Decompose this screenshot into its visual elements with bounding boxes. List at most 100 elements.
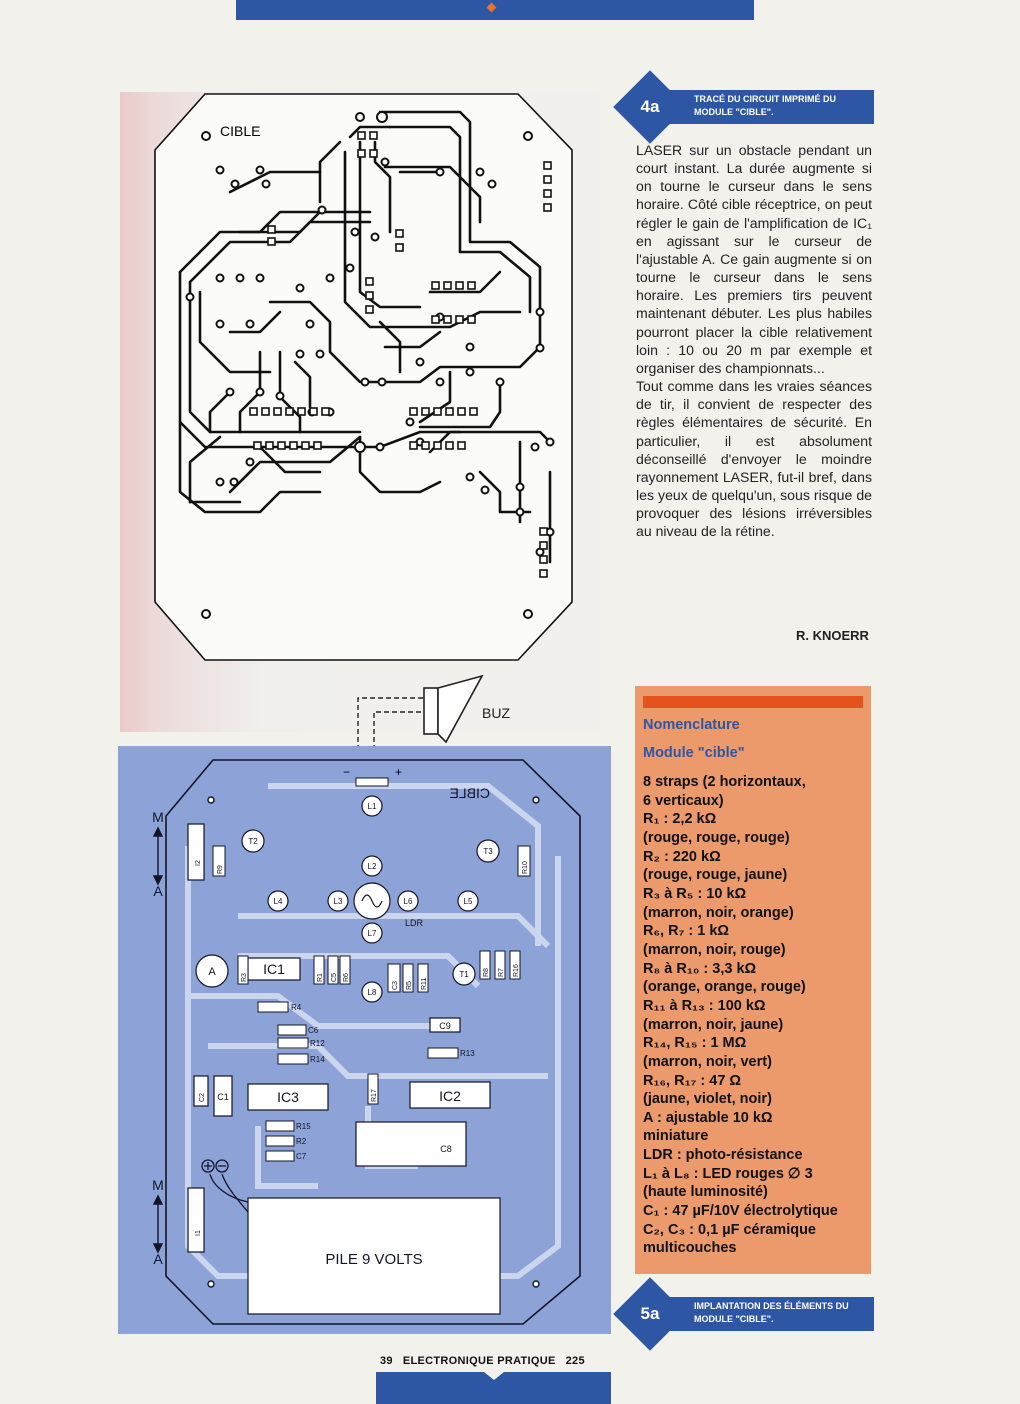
figure-5a-label: 5a IMPLANTATION DES ÉLÉMENTS DU MODULE "… (613, 1277, 874, 1351)
r10-label: R10 (522, 861, 529, 874)
footer-magazine-name: ELECTRONIQUE PRATIQUE (402, 1355, 556, 1367)
list-item: (rouge, rouge, jaune) (643, 867, 788, 884)
list-item: R₁₁ à R₁₃ : 100 kΩ (643, 997, 766, 1014)
led-l1 (361, 795, 383, 817)
list-item: L₁ à L₈ : LED rouges ∅ 3 (643, 1165, 813, 1182)
ic1-label: IC1 (263, 961, 285, 977)
i2-label: I2 (195, 860, 202, 866)
c8-capacitor (355, 1121, 467, 1167)
r5-label: R5 (406, 981, 413, 990)
resistor-r8 (479, 950, 491, 980)
capacitor-c2 (193, 1075, 209, 1107)
implantation-figure: CIBLE − + L1 L2 L3 L4 L5 (118, 746, 611, 1334)
c5-label: C5 (331, 973, 338, 982)
adjustable-a (195, 954, 229, 988)
c9-label: C9 (439, 1021, 451, 1031)
resistor-r12 (277, 1037, 309, 1049)
list-item: (orange, orange, rouge) (643, 979, 806, 996)
t1-label: T1 (459, 970, 469, 979)
figure-4a-badge: 4a (613, 70, 687, 144)
list-item: 6 verticaux) (643, 792, 724, 809)
r6-label: R6 (343, 973, 350, 982)
ic3-label: IC3 (277, 1089, 299, 1105)
nomenclature-list: 8 straps (2 horizontaux, 6 verticaux) R₁… (643, 773, 869, 1258)
led-l5-label: L5 (464, 897, 473, 906)
ic3-chip (247, 1083, 329, 1111)
buzzer-body (423, 687, 439, 735)
led-l7 (361, 922, 383, 944)
r3-label: R3 (241, 973, 248, 982)
c8-label: C8 (440, 1144, 452, 1154)
r9-label: R9 (217, 865, 224, 874)
figure-5a-badge: 5a (613, 1277, 687, 1351)
led-l3-label: L3 (334, 897, 343, 906)
resistor-r6 (339, 955, 351, 985)
article-paragraph-2: Tout comme dans les vraies séances de ti… (636, 378, 872, 540)
resistor-r15 (265, 1120, 295, 1132)
list-item: C₁ : 47 µF/10V électrolytique (643, 1203, 838, 1220)
led-l4 (267, 890, 289, 912)
ldr-label: LDR (405, 918, 424, 928)
r13-label: R13 (460, 1049, 475, 1058)
figure-4a-caption: TRACÉ DU CIRCUIT IMPRIMÉ DU MODULE "CIBL… (694, 94, 836, 117)
nomenclature-stripe (643, 696, 863, 708)
ic2-label: IC2 (439, 1088, 461, 1104)
capacitor-c7 (265, 1150, 295, 1162)
nomenclature-title: Nomenclature (643, 717, 740, 733)
a-label-bottom: A (153, 1251, 163, 1267)
figure-5a-number: 5a (640, 1304, 660, 1323)
ic2-chip (409, 1081, 491, 1109)
c3-label: C3 (392, 981, 399, 990)
r17-label: R17 (371, 1089, 378, 1102)
capacitor-c1 (213, 1075, 233, 1117)
resistor-r4 (257, 1001, 289, 1013)
r8-label: R8 (483, 968, 490, 977)
led-l8-label: L8 (368, 988, 377, 997)
resistor-r17 (367, 1073, 379, 1105)
list-item: (haute luminosité) (643, 1184, 768, 1201)
r11-label: R11 (421, 978, 428, 990)
transistor-t2 (241, 829, 265, 853)
pcb-trace-figure: CIBLE (120, 92, 600, 732)
r14-label: R14 (310, 1055, 325, 1064)
resistor-r10 (517, 845, 531, 877)
figure-5a-caption: IMPLANTATION DES ÉLÉMENTS DU MODULE "CIB… (694, 1301, 849, 1324)
capacitor-c9 (429, 1017, 461, 1033)
c2-label: C2 (199, 1093, 206, 1102)
c1-label: C1 (217, 1092, 229, 1102)
m-label-bottom: M (152, 1177, 164, 1193)
list-item: R₆, R₇ : 1 kΩ (643, 923, 730, 940)
list-item: (marron, noir, jaune) (643, 1016, 784, 1033)
list-item: R₁₄, R₁₅ : 1 MΩ (643, 1035, 747, 1052)
battery-plus-icon (201, 1159, 215, 1173)
c6-label: C6 (308, 1026, 319, 1035)
battery-label: PILE 9 VOLTS (325, 1251, 422, 1268)
minus-symbol: − (343, 765, 350, 779)
r2-label: R2 (296, 1137, 307, 1146)
transistor-t1 (452, 962, 476, 986)
battery-pack (247, 1197, 501, 1315)
bottom-footer-bar (376, 1372, 611, 1404)
resistor-r2 (265, 1135, 295, 1147)
capacitor-c3 (387, 963, 401, 993)
figure-4a-number: 4a (640, 97, 660, 116)
r12-label: R12 (310, 1039, 325, 1048)
list-item: (jaune, violet, noir) (643, 1091, 772, 1108)
buzzer-label: BUZ (482, 705, 510, 721)
resistor-r5 (402, 963, 414, 993)
list-item: LDR : photo-résistance (643, 1147, 803, 1164)
down-arrow-notch-icon (484, 1372, 504, 1380)
top-header-bar (236, 0, 754, 20)
footer-issue-number: 225 (565, 1355, 585, 1367)
buzzer-horn (437, 674, 484, 744)
nomenclature-box: Nomenclature Module "cible" 8 straps (2 … (635, 686, 871, 1274)
list-item: R₂ : 220 kΩ (643, 848, 721, 865)
nomenclature-subtitle: Module "cible" (643, 745, 745, 761)
resistor-r11 (417, 963, 429, 993)
led-l6 (397, 890, 419, 912)
list-item: (marron, noir, orange) (643, 904, 794, 921)
led-l8 (361, 981, 383, 1003)
led-l2 (361, 855, 383, 877)
resistor-r16 (509, 950, 521, 980)
